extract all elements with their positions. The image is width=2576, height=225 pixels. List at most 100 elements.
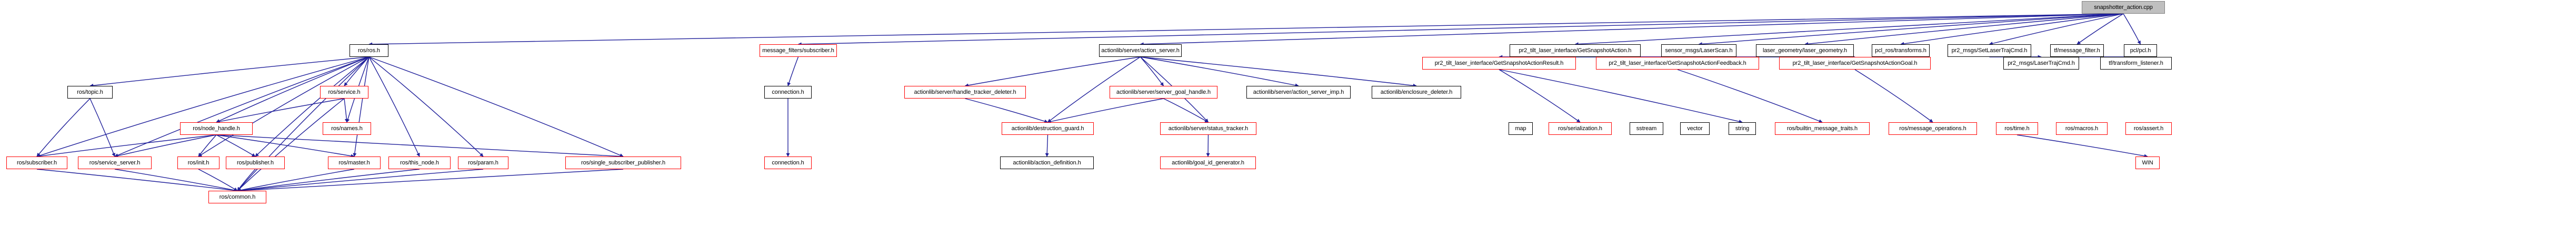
graph-edge	[114, 134, 217, 158]
graph-node-pcl_ros_transforms[interactable]: pcl_ros/transforms.h	[1872, 44, 1930, 57]
graph-edge	[1163, 98, 1209, 123]
graph-edge	[1499, 69, 1743, 123]
graph-edge	[368, 56, 624, 157]
graph-edge	[2076, 13, 2124, 45]
graph-edge	[368, 56, 484, 157]
graph-edge	[1677, 69, 1823, 123]
graph-edge	[787, 56, 799, 86]
graph-node-rosnode_handle[interactable]: ros/node_handle.h	[180, 122, 253, 135]
graph-node-al_server_goal_handle[interactable]: actionlib/server/server_goal_handle.h	[1110, 86, 1217, 99]
graph-edge	[964, 56, 1141, 87]
graph-node-ros_message_operations[interactable]: ros/message_operations.h	[1889, 122, 1977, 135]
graph-edge	[1140, 13, 2124, 46]
graph-edge	[89, 98, 115, 157]
graph-node-rosservice_server[interactable]: ros/service_server.h	[78, 156, 152, 169]
graph-node-pclpclh[interactable]: pcl/pcl.h	[2124, 44, 2157, 57]
graph-node-laser_geom[interactable]: laser_geometry/laser_geometry.h	[1756, 44, 1854, 57]
graph-node-al_action_guard[interactable]: actionlib/destruction_guard.h	[1002, 122, 1094, 135]
graph-edge	[1206, 134, 1210, 157]
graph-edge	[1698, 13, 2124, 46]
graph-edge	[36, 134, 217, 158]
graph-node-rosnames[interactable]: ros/names.h	[323, 122, 371, 135]
graph-node-rostopic[interactable]: ros/topic.h	[67, 86, 113, 99]
graph-node-root[interactable]: snapshotter_action.cpp	[2082, 1, 2165, 14]
graph-node-al_handle_tracker[interactable]: actionlib/server/handle_tracker_deleter.…	[904, 86, 1026, 99]
graph-edge	[114, 169, 238, 192]
graph-edge	[237, 169, 420, 192]
graph-edge	[198, 56, 370, 157]
graph-edge	[2123, 13, 2141, 45]
graph-edge	[2016, 134, 2148, 158]
graph-node-al_action_server_imp[interactable]: actionlib/server/action_server_imp.h	[1246, 86, 1351, 99]
graph-edge	[1140, 56, 1417, 87]
graph-node-rospublisher[interactable]: ros/publisher.h	[226, 156, 285, 169]
graph-node-pr2_setlasertrajcmd2[interactable]: pr2_msgs/LaserTrajCmd.h	[2003, 57, 2079, 70]
graph-edge	[353, 56, 370, 157]
graph-node-rosservice[interactable]: ros/service.h	[320, 86, 368, 99]
graph-node-pr2_getsnapshotaction[interactable]: pr2_tilt_laser_interface/GetSnapshotActi…	[1510, 44, 1641, 57]
graph-edge	[216, 134, 624, 159]
graph-edge	[36, 56, 370, 158]
graph-edge	[1499, 69, 1581, 123]
graph-edge	[344, 98, 348, 123]
graph-edge	[1047, 98, 1164, 124]
graph-edge	[36, 98, 91, 157]
graph-node-al_closure_deleter[interactable]: actionlib/enclosure_deleter.h	[1372, 86, 1461, 99]
graph-edge	[237, 169, 484, 192]
graph-edge	[344, 56, 370, 86]
graph-node-tfmsgfilter[interactable]: tf/message_filter.h	[2050, 44, 2104, 57]
graph-edge	[198, 134, 217, 157]
graph-node-pr2_getsnapshotfeedback[interactable]: pr2_tilt_laser_interface/GetSnapshotActi…	[1596, 57, 1759, 70]
graph-node-ros_serialization[interactable]: ros/serialization.h	[1549, 122, 1612, 135]
graph-node-tf_transform_listener[interactable]: tf/transform_listener.h	[2100, 57, 2172, 70]
graph-node-string_h[interactable]: string	[1729, 122, 1756, 135]
graph-edge	[368, 13, 2124, 46]
graph-node-pr2_getsnapshotgoal[interactable]: pr2_tilt_laser_interface/GetSnapshotActi…	[1779, 57, 1931, 70]
graph-edge	[965, 98, 1049, 123]
graph-node-msgfilt_sub[interactable]: message_filters/subscriber.h	[760, 44, 837, 57]
graph-node-ros_assert[interactable]: ros/assert.h	[2125, 122, 2172, 135]
graph-node-ros_single_sub_pub[interactable]: ros/single_subscriber_publisher.h	[565, 156, 681, 169]
graph-node-sstream_h[interactable]: sstream	[1630, 122, 1663, 135]
graph-node-al_action_server[interactable]: actionlib/server/action_server.h	[1099, 44, 1182, 57]
graph-node-rosthis_node[interactable]: ros/this_node.h	[388, 156, 451, 169]
graph-edge	[237, 169, 355, 192]
graph-edge	[1989, 13, 2124, 45]
graph-node-al_goal_id_generator[interactable]: actionlib/goal_id_generator.h	[1160, 156, 1256, 169]
graph-node-connection_h[interactable]: connection.h	[764, 86, 812, 99]
graph-node-pr2_setlasertrajcmd[interactable]: pr2_msgs/SetLaserTrajCmd.h	[1948, 44, 2031, 57]
graph-node-rostime_win[interactable]: WIN	[2135, 156, 2160, 169]
graph-edge	[36, 169, 238, 192]
graph-node-connection_h2[interactable]: connection.h	[764, 156, 812, 169]
graph-node-sensor_laserscan[interactable]: sensor_msgs/LaserScan.h	[1661, 44, 1736, 57]
graph-node-rosparam[interactable]: ros/param.h	[458, 156, 508, 169]
graph-node-ros_macros[interactable]: ros/macros.h	[2056, 122, 2108, 135]
graph-node-rostime_h[interactable]: ros/time.h	[1996, 122, 2038, 135]
graph-edge	[1140, 56, 1164, 86]
graph-node-al_action_definition[interactable]: actionlib/action_definition.h	[1000, 156, 1094, 169]
graph-edge	[1900, 13, 2124, 46]
graph-node-rosmaster[interactable]: ros/master.h	[328, 156, 381, 169]
graph-node-ros_builtin_msg_traits[interactable]: ros/builtin_message_traits.h	[1775, 122, 1870, 135]
graph-edge	[368, 56, 420, 157]
graph-edge	[797, 13, 2124, 46]
graph-edge	[89, 56, 370, 87]
graph-edge	[1574, 13, 2124, 46]
graph-node-al_server_status_tracker[interactable]: actionlib/server/status_tracker.h	[1160, 122, 1256, 135]
graph-edge	[216, 98, 345, 124]
graph-node-rossubscriber[interactable]: ros/subscriber.h	[6, 156, 67, 169]
graph-edge	[237, 169, 256, 191]
graph-node-ros_common[interactable]: ros/common.h	[208, 191, 266, 203]
graph-edge	[237, 169, 624, 193]
graph-edge	[237, 98, 345, 191]
graph-node-rosros[interactable]: ros/ros.h	[350, 44, 388, 57]
graph-node-map_h[interactable]: map	[1509, 122, 1533, 135]
graph-edge	[255, 56, 370, 157]
graph-node-vector_h[interactable]: vector	[1680, 122, 1710, 135]
graph-edge	[1804, 13, 2124, 46]
graph-edge	[198, 169, 238, 191]
graph-node-pr2_getsnapshotresult[interactable]: pr2_tilt_laser_interface/GetSnapshotActi…	[1422, 57, 1576, 70]
graph-edge	[1140, 56, 1299, 87]
graph-edge	[1045, 134, 1049, 157]
graph-node-rosinit[interactable]: ros/init.h	[177, 156, 219, 169]
